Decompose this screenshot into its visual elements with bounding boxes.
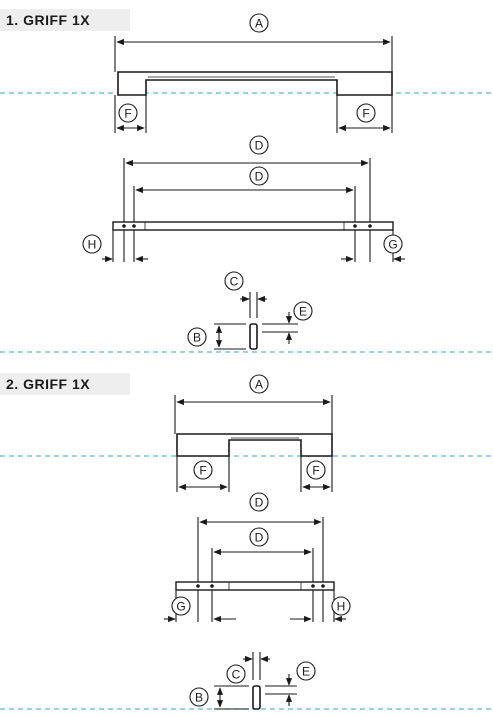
label-a-1: A [249,13,269,33]
label-c-1: C [224,271,244,291]
label-f-2-right: F [306,460,326,480]
label-e-1: E [293,301,313,321]
label-f-2-left: F [193,460,213,480]
label-a-1-text: A [255,17,263,31]
label-f-1-left: F [118,103,138,123]
label-e-2: E [296,661,316,681]
label-h-2: H [331,596,351,616]
section-2-title: 2. GRIFF 1X [0,373,130,395]
label-h-1-text: H [88,238,97,252]
label-d-2-outer: D [249,492,269,512]
label-b-1: B [187,327,207,347]
handle-top-view-2 [175,581,335,591]
dimension-f-2 [176,456,333,492]
label-b-2-text: B [195,691,203,705]
label-d-2-outer-text: D [255,496,264,510]
dimension-f-1 [114,95,393,133]
label-d-1-outer: D [249,135,269,155]
label-c-1-text: C [230,275,239,289]
handle-top-view-1 [112,221,394,231]
label-b-2: B [189,687,209,707]
label-c-2: C [226,664,246,684]
label-g-1-text: G [388,238,397,252]
label-f-2-right-text: F [312,464,319,478]
label-g-1: G [383,234,403,254]
label-b-1-text: B [193,331,201,345]
dimension-a-2 [174,395,333,434]
handle-front-view-2 [176,433,333,457]
label-f-2-left-text: F [199,464,206,478]
label-e-2-text: E [302,665,310,679]
section-1-title: 1. GRIFF 1X [0,9,130,31]
dimension-d-1 [123,158,371,262]
dashed-guide-lines [0,92,493,710]
label-c-2-text: C [232,668,241,682]
label-d-2-inner-text: D [255,531,264,545]
label-d-1-inner: D [249,166,269,186]
handle-front-view-1 [117,71,393,96]
label-e-1-text: E [299,305,307,319]
label-h-2-text: H [337,600,346,614]
dimension-g-h-2 [164,590,346,623]
profile-1 [214,292,298,350]
label-f-1-right-text: F [362,107,369,121]
label-h-1: H [82,234,102,254]
label-g-2-text: G [176,600,185,614]
label-d-1-outer-text: D [255,139,264,153]
dimension-a-1 [114,36,393,72]
label-f-1-left-text: F [124,107,131,121]
profile-2 [214,652,297,710]
label-g-2: G [171,596,191,616]
mounting-holes-1 [122,224,372,228]
label-a-2: A [249,374,269,394]
label-a-2-text: A [255,378,263,392]
dimension-h-g-1 [102,230,405,263]
mounting-holes-2 [196,584,325,588]
label-d-1-inner-text: D [255,170,264,184]
label-d-2-inner: D [249,527,269,547]
label-f-1-right: F [356,103,376,123]
